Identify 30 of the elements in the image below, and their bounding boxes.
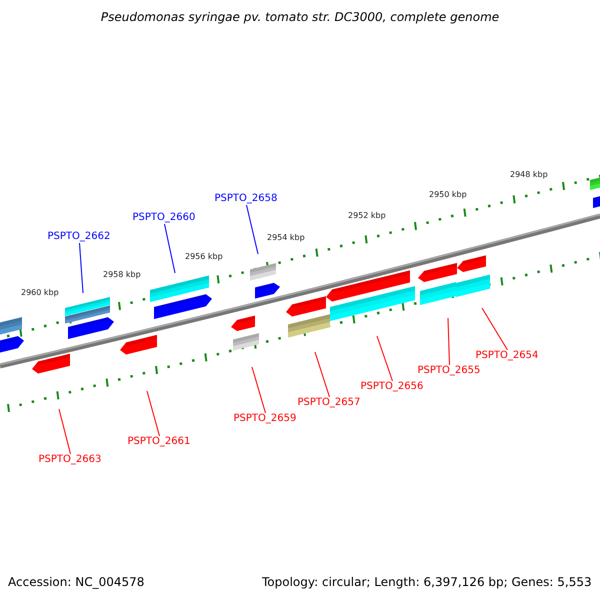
gene-label: PSPTO_2663 (38, 454, 102, 466)
genome-summary-text: Topology: circular; Length: 6,397,126 bp; Genes: 5,553 (262, 575, 592, 590)
leader-line (164, 224, 176, 274)
tick-label: 2954 kbp (267, 233, 305, 243)
leader-line (376, 336, 393, 382)
accession-text: Accession: NC_004578 (8, 575, 144, 590)
gene-label: PSPTO_2655 (418, 365, 480, 377)
leader-line (252, 366, 266, 414)
leader-line (314, 352, 330, 398)
leader-line (448, 318, 450, 366)
gene-label: PSPTO_2657 (298, 397, 360, 409)
gene-label: PSPTO_2661 (128, 436, 190, 448)
diagram-title: Pseudomonas syringae pv. tomato str. DC3000, complete genome (100, 10, 500, 24)
gene-label: PSPTO_2658 (214, 193, 278, 205)
tick-label: 2960 kbp (21, 288, 59, 298)
gene-label: PSPTO_2662 (48, 231, 110, 243)
gene-label: PSPTO_2654 (476, 350, 538, 362)
gene-label: PSPTO_2656 (360, 381, 424, 393)
leader-line (482, 308, 508, 350)
gene-label: PSPTO_2659 (234, 413, 296, 425)
tick-label: 2950 kbp (429, 190, 467, 200)
leader-line (246, 204, 258, 254)
tick-label: 2948 kbp (510, 170, 548, 180)
leader-line (146, 390, 160, 436)
gene-label: PSPTO_2660 (132, 212, 196, 224)
tick-label: 2958 kbp (103, 270, 141, 280)
leader-line (58, 408, 71, 454)
leader-line (79, 242, 84, 294)
tick-label: 2952 kbp (348, 211, 386, 221)
tick-label: 2956 kbp (185, 252, 223, 262)
